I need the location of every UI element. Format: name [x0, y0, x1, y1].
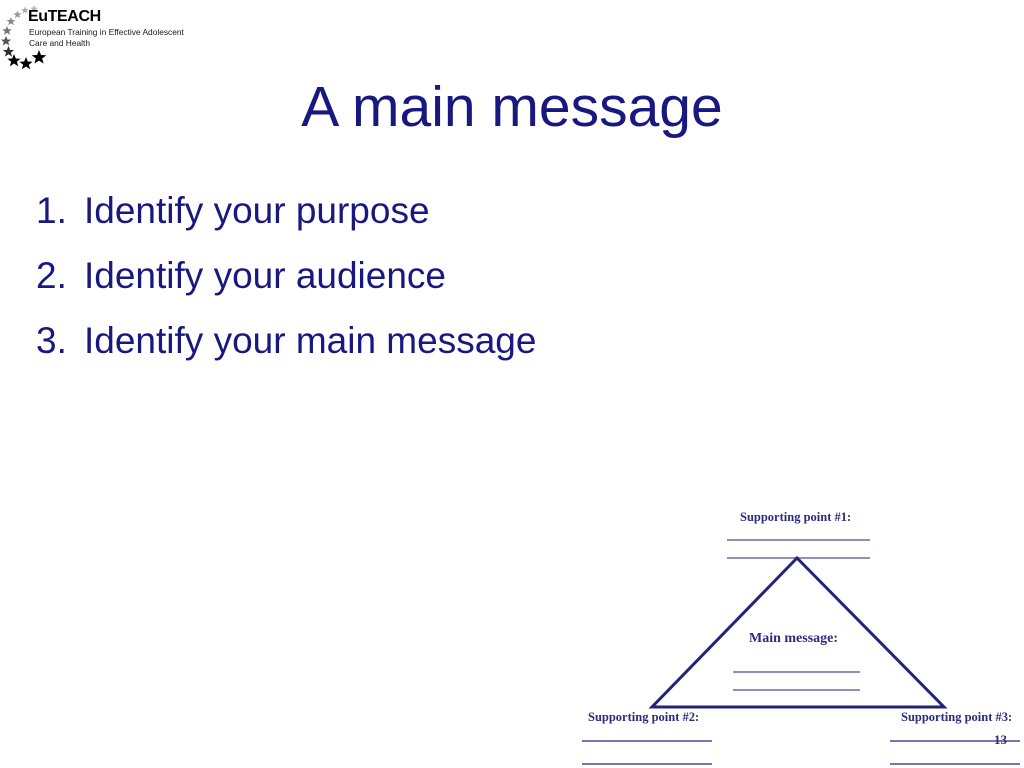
- supporting-point-2-label: Supporting point #2:: [588, 710, 700, 724]
- page-number: 13: [994, 732, 1007, 747]
- supporting-point-1-label: Supporting point #1:: [740, 510, 852, 524]
- list-item-label: Identify your audience: [84, 255, 447, 296]
- list-item: 1. Identify your purpose: [36, 178, 936, 243]
- list-item-label: Identify your main message: [84, 320, 537, 361]
- logo-subtitle-line1: European Training in Effective Adolescen…: [29, 27, 184, 37]
- list-item: 3. Identify your main message: [36, 308, 936, 373]
- list-item-number: 1.: [36, 190, 67, 231]
- list-item-number: 2.: [36, 255, 67, 296]
- eu-stars-arc-icon: [0, 5, 47, 70]
- page-title: A main message: [301, 75, 723, 139]
- triangle-graphic: [582, 539, 1020, 765]
- triangle-outline: [648, 555, 948, 709]
- main-message-label: Main message:: [749, 631, 839, 646]
- euteach-logo: EuTEACH European Training in Effective A…: [0, 0, 184, 72]
- logo-subtitle-line2: Care and Health: [29, 37, 90, 48]
- main-message-triangle-diagram: Supporting point #1: Main message: Suppo…: [570, 495, 1024, 768]
- supporting-point-3-label: Supporting point #3:: [901, 710, 1013, 724]
- numbered-list: 1. Identify your purpose 2. Identify your …: [36, 178, 936, 373]
- logo-subtitle: European Training in Effective Adolescen…: [29, 27, 184, 48]
- logo-wordmark: EuTEACH: [28, 8, 101, 25]
- list-item: 2. Identify your audience: [36, 243, 936, 308]
- list-item-label: Identify your purpose: [84, 190, 430, 231]
- list-item-number: 3.: [36, 320, 67, 361]
